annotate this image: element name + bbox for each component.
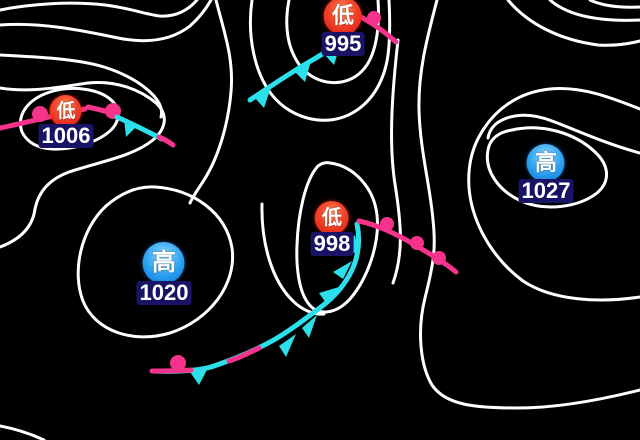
cold-front-triangle (302, 315, 317, 338)
high-kanji: 高 (534, 150, 557, 175)
low-kanji: 低 (331, 3, 354, 28)
cold-front-line (114, 114, 165, 142)
pressure-value: 1020 (136, 281, 192, 305)
warm-front-tip (156, 134, 176, 148)
warm-front-line (356, 218, 459, 275)
cold-front-triangle (279, 334, 296, 357)
cold-front-triangle (124, 119, 137, 137)
pressure-value: 1006 (38, 124, 94, 148)
isobar (0, 0, 213, 43)
isobar (486, 113, 640, 155)
isobar (390, 38, 402, 285)
isobar (248, 0, 392, 122)
warm-front-semicircle (367, 11, 381, 25)
isobar (506, 0, 640, 47)
isobar (0, 424, 46, 440)
cold-front-triangle (333, 261, 352, 279)
warm-front-semicircle (32, 106, 48, 122)
pressure-marker-low-998: 低 998 (310, 201, 354, 256)
high-pressure-symbol: 高 (142, 242, 185, 284)
isobar (188, 0, 234, 205)
stationary-front-triangle (190, 366, 209, 385)
low-pressure-symbol: 低 (324, 0, 362, 35)
stationary-front-warm-segment (226, 345, 262, 364)
cold-front-triangle (319, 287, 339, 303)
isobar (588, 0, 640, 9)
cold-front-triangle (294, 61, 311, 82)
isobar (0, 0, 199, 18)
isobar (417, 0, 640, 410)
front-layer (0, 11, 459, 385)
low-pressure-symbol: 低 (315, 201, 349, 235)
warm-front-line (358, 14, 399, 45)
isobar-loop-high-1027 (485, 126, 608, 209)
stationary-front-warm-segment (149, 367, 194, 374)
isobar (548, 0, 640, 22)
stationary-front-semicircle (170, 355, 186, 371)
pressure-value: 1027 (518, 179, 574, 203)
isobar-loop-low-995 (285, 0, 380, 85)
pressure-marker-high-1020: 高 1020 (136, 242, 192, 305)
warm-front-semicircle (380, 217, 394, 231)
low-kanji: 低 (56, 100, 76, 122)
pressure-value: 995 (321, 32, 365, 56)
warm-front-semicircle (410, 236, 424, 250)
pressure-value: 998 (310, 232, 354, 256)
warm-front-semicircle (432, 251, 446, 265)
low-kanji: 低 (322, 207, 342, 229)
high-kanji: 高 (151, 249, 176, 276)
isobar-loop-low-998 (295, 161, 379, 314)
isobar (0, 80, 166, 249)
cold-front-triangle (254, 87, 271, 108)
pressure-marker-low-1006: 低 1006 (38, 95, 94, 148)
isobar-loop-high-1020 (76, 185, 235, 339)
low-pressure-symbol: 低 (49, 95, 82, 127)
pressure-marker-high-1027: 高 1027 (518, 144, 574, 203)
high-pressure-symbol: 高 (526, 144, 565, 182)
isobar (467, 87, 640, 302)
pressure-marker-low-995: 低 995 (321, 0, 365, 56)
